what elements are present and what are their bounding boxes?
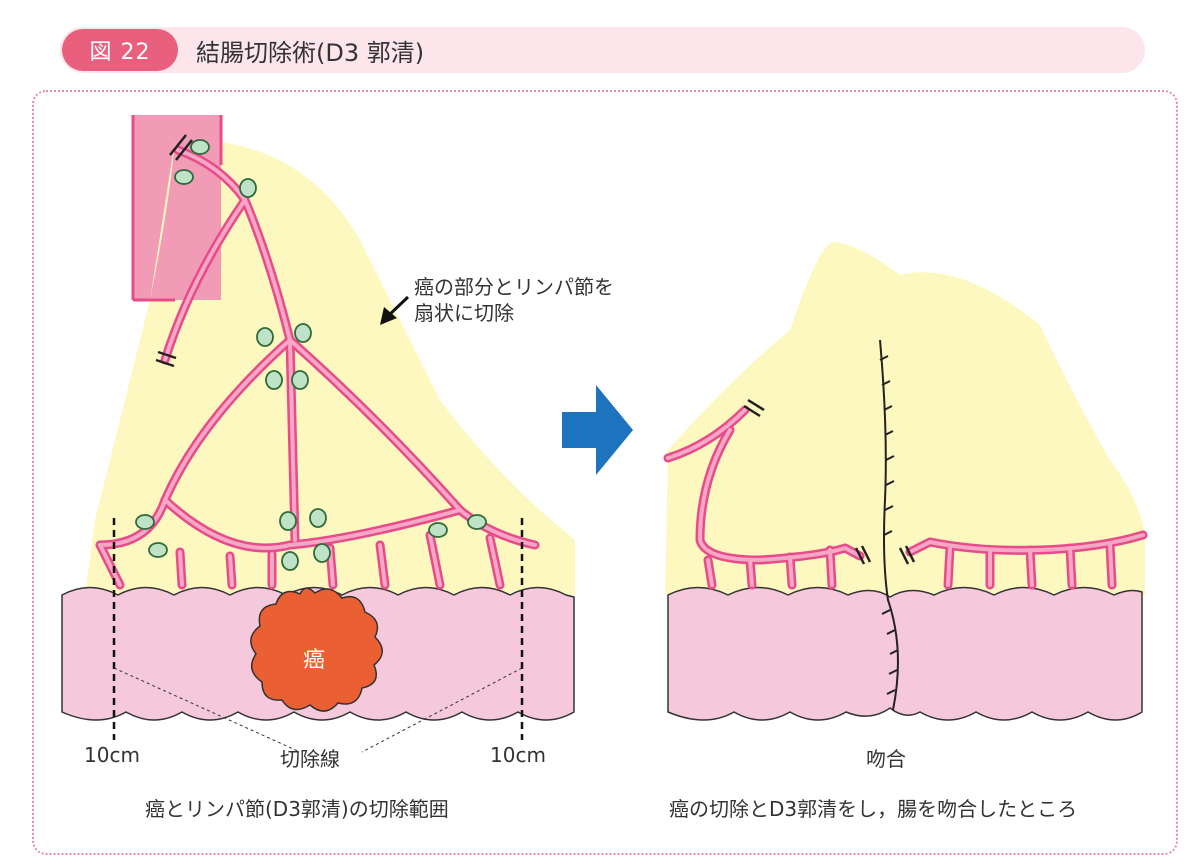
anastomosis-label: 吻合	[866, 747, 906, 771]
right-caption: 癌の切除とD3郭清をし，腸を吻合したところ	[669, 797, 1078, 821]
annotation-line-1: 癌の部分とリンパ節を	[414, 275, 614, 299]
ligation-marks-after	[743, 398, 916, 565]
cut-lines	[112, 518, 524, 740]
figure-number-badge: 図 22	[62, 29, 178, 71]
cut-line-label: 切除線	[280, 747, 340, 771]
transition-arrow-icon	[562, 385, 633, 475]
tumor-label: 癌	[303, 648, 326, 673]
left-panel-illustration	[61, 115, 575, 753]
suture-line	[879, 339, 899, 711]
vessel-tree	[95, 145, 540, 590]
lymph-nodes	[135, 139, 487, 571]
colon-right	[667, 586, 1143, 721]
cut-line-leaders	[113, 667, 523, 753]
vessel-tree-after	[663, 405, 1148, 590]
annotation-line-2: 扇状に切除	[414, 301, 514, 325]
margin-left-label: 10cm	[84, 743, 140, 767]
left-caption: 癌とリンパ節(D3郭清)の切除範囲	[145, 797, 449, 821]
figure-title: 結腸切除術(D3 郭清)	[196, 39, 425, 67]
header-bar	[60, 27, 1145, 73]
margin-right-label: 10cm	[490, 743, 546, 767]
content-frame	[32, 90, 1178, 855]
mesentery-after	[665, 241, 1145, 595]
ligation-marks	[155, 134, 193, 368]
annotation-arrow-icon	[380, 295, 410, 325]
tumor	[250, 587, 383, 712]
right-panel-illustration	[663, 241, 1148, 721]
